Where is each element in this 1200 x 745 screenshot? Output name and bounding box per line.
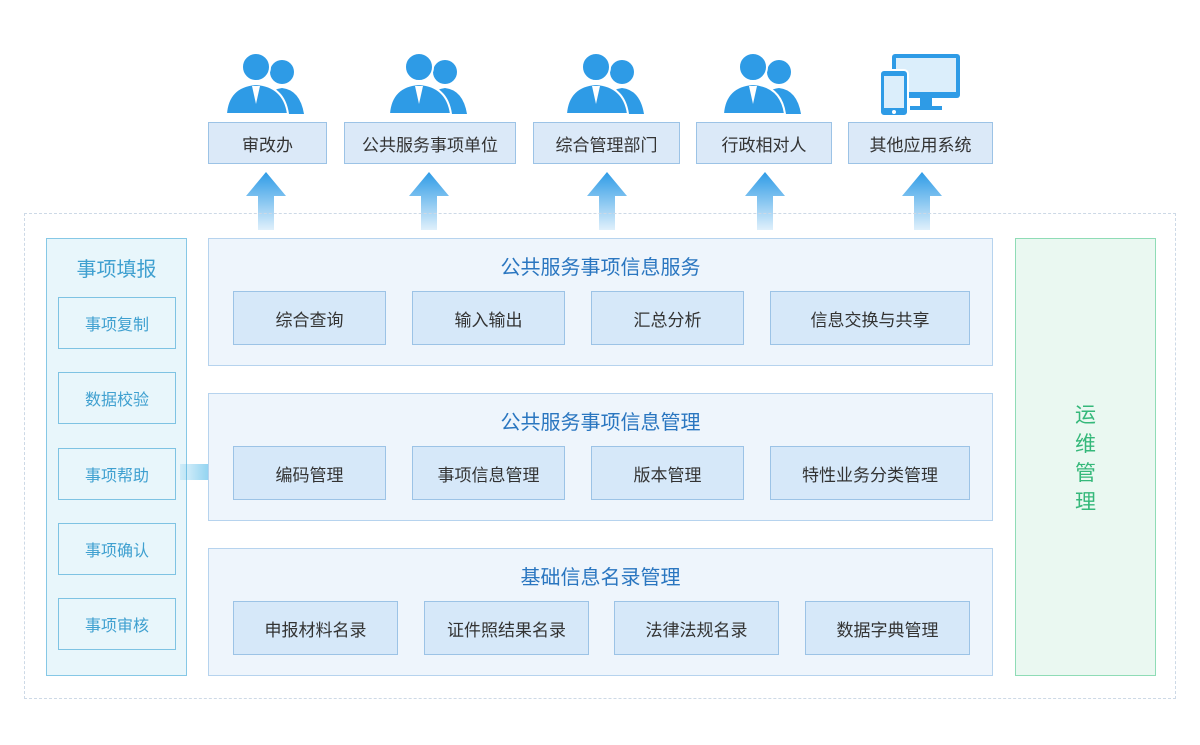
- section-item: 综合查询: [233, 291, 386, 345]
- section-info-service: 公共服务事项信息服务 综合查询 输入输出 汇总分析 信息交换与共享: [208, 238, 993, 366]
- left-panel-item: 事项审核: [58, 598, 176, 650]
- section-item: 申报材料名录: [233, 601, 398, 655]
- section-item: 法律法规名录: [614, 601, 779, 655]
- right-panel: 运维管理: [1015, 238, 1156, 676]
- left-panel: 事项填报 事项复制 数据校验 事项帮助 事项确认 事项审核: [46, 238, 187, 676]
- users-icon: [224, 52, 304, 114]
- right-panel-title: 运维管理: [1075, 403, 1096, 514]
- system-boundary: [24, 213, 1176, 699]
- up-arrow-icon: [587, 172, 627, 230]
- up-arrow-icon: [409, 172, 449, 230]
- section-title: 公共服务事项信息服务: [500, 255, 701, 279]
- section-item: 特性业务分类管理: [770, 446, 970, 500]
- devices-icon: [880, 54, 960, 116]
- left-panel-item: 事项确认: [58, 523, 176, 575]
- user-label: 综合管理部门: [533, 122, 680, 164]
- user-label: 其他应用系统: [848, 122, 993, 164]
- users-icon: [721, 52, 801, 114]
- up-arrow-icon: [745, 172, 785, 230]
- section-item: 数据字典管理: [805, 601, 970, 655]
- left-panel-item: 事项帮助: [58, 448, 176, 500]
- user-label: 行政相对人: [696, 122, 832, 164]
- users-icon: [387, 52, 467, 114]
- user-label: 审改办: [208, 122, 327, 164]
- section-directory-management: 基础信息名录管理 申报材料名录 证件照结果名录 法律法规名录 数据字典管理: [208, 548, 993, 676]
- section-item: 事项信息管理: [412, 446, 565, 500]
- section-item: 信息交换与共享: [770, 291, 970, 345]
- section-item: 输入输出: [412, 291, 565, 345]
- section-item: 证件照结果名录: [424, 601, 589, 655]
- section-title: 基础信息名录管理: [520, 565, 681, 589]
- users-icon: [564, 52, 644, 114]
- section-title: 公共服务事项信息管理: [500, 410, 701, 434]
- section-item: 编码管理: [233, 446, 386, 500]
- section-item: 版本管理: [591, 446, 744, 500]
- up-arrow-icon: [902, 172, 942, 230]
- section-item: 汇总分析: [591, 291, 744, 345]
- left-panel-item: 数据校验: [58, 372, 176, 424]
- left-panel-item: 事项复制: [58, 297, 176, 349]
- user-label: 公共服务事项单位: [344, 122, 516, 164]
- up-arrow-icon: [246, 172, 286, 230]
- section-info-management: 公共服务事项信息管理 编码管理 事项信息管理 版本管理 特性业务分类管理: [208, 393, 993, 521]
- left-panel-title: 事项填报: [76, 257, 157, 281]
